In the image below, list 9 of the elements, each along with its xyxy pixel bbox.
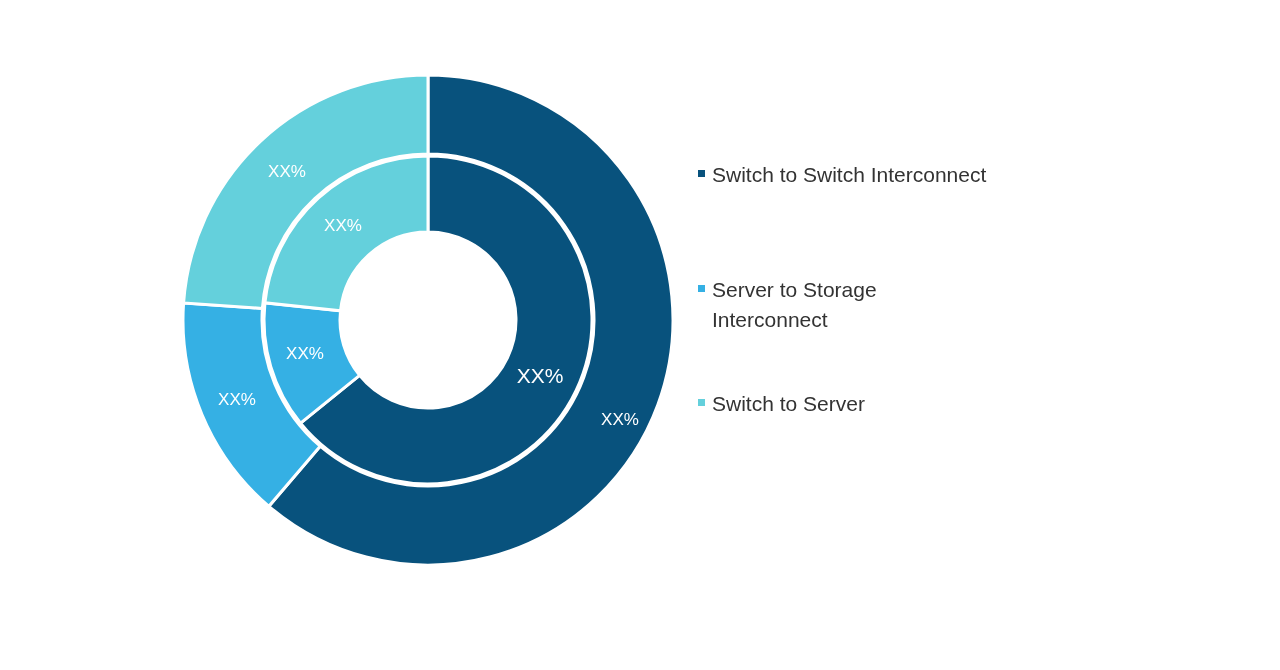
data-label: XX%	[286, 344, 324, 364]
data-label: XX%	[601, 410, 639, 430]
legend-label: Switch to Switch Interconnect	[712, 162, 988, 188]
legend-label: Switch to Server	[712, 391, 866, 417]
legend-label: Server to Storage Interconnect	[712, 277, 878, 333]
data-label: XX%	[268, 162, 306, 182]
data-label: XX%	[218, 390, 256, 410]
data-label: XX%	[516, 364, 564, 388]
data-label: XX%	[324, 216, 362, 236]
